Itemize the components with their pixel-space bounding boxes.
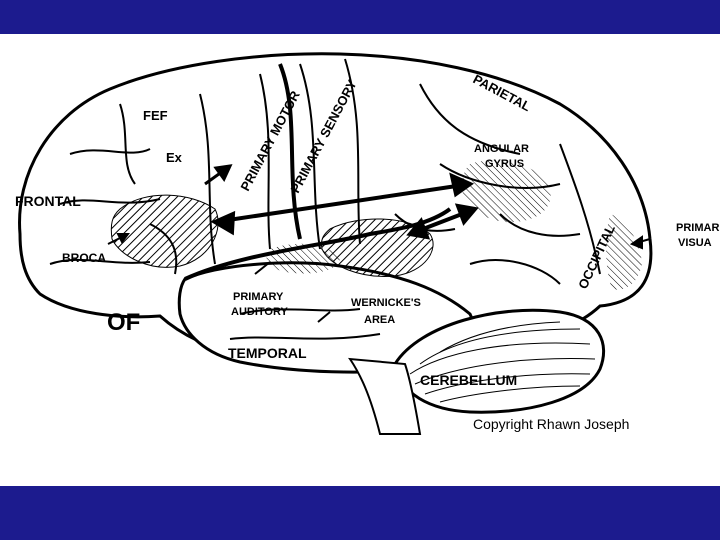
- label-temporal: TEMPORAL: [228, 345, 307, 361]
- label-broca: BROCA: [62, 251, 106, 265]
- cerebellum-folia: [409, 321, 596, 403]
- label-primary-auditory-1: PRIMARY: [233, 291, 284, 303]
- top-title-band: [0, 0, 720, 34]
- primary-visual-area: [606, 214, 642, 290]
- copyright-text: Copyright Rhawn Joseph: [473, 416, 630, 432]
- broca-area: [110, 194, 219, 268]
- pointer-arrows: [107, 233, 651, 323]
- brain-illustration: FEF Ex FRONTAL BROCA OF PRIMARY MOTOR PR…: [15, 52, 719, 435]
- angular-gyrus-area: [462, 160, 551, 223]
- wernicke-angular-arrow: [406, 203, 479, 240]
- central-sulcus: [278, 63, 302, 240]
- primary-auditory-area: [266, 243, 340, 274]
- bottom-band: [0, 486, 720, 540]
- brainstem-outline: [348, 357, 422, 435]
- label-primary-auditory-2: AUDITORY: [231, 306, 289, 318]
- label-of: OF: [107, 309, 140, 336]
- label-frontal: FRONTAL: [15, 193, 81, 209]
- arcuate-arrow: [210, 172, 475, 236]
- ex-arrow: [204, 164, 233, 186]
- label-primary-visual-1: PRIMAR: [676, 222, 719, 234]
- label-fef: FEF: [143, 108, 168, 123]
- label-wernicke-2: AREA: [364, 314, 395, 326]
- cerebrum-outline: [18, 52, 653, 363]
- label-angular-gyrus-1: ANGULAR: [474, 143, 529, 155]
- wernicke-area: [321, 218, 434, 277]
- label-wernicke-1: WERNICKE'S: [351, 297, 421, 309]
- brain-diagram: FEF Ex FRONTAL BROCA OF PRIMARY MOTOR PR…: [0, 34, 720, 486]
- label-primary-visual-2: VISUA: [678, 237, 712, 249]
- label-ex: Ex: [166, 150, 183, 165]
- label-cerebellum: CEREBELLUM: [420, 372, 517, 388]
- label-angular-gyrus-2: GYRUS: [485, 158, 524, 170]
